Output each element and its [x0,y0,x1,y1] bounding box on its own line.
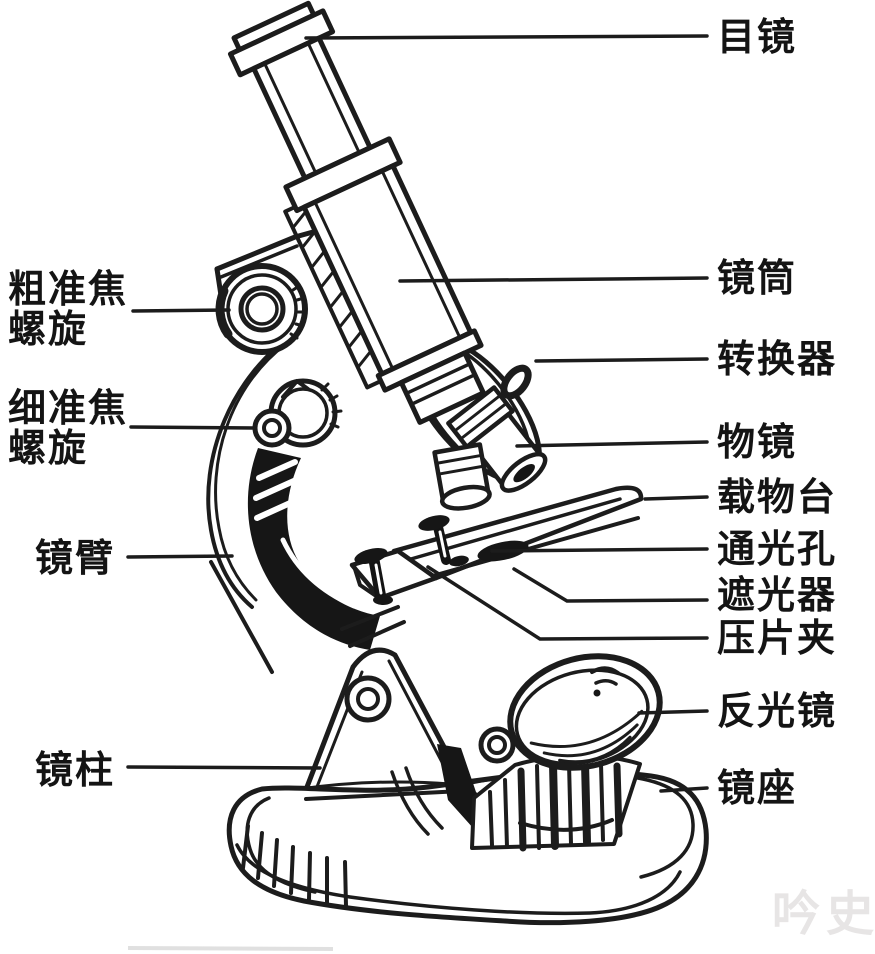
objective-main-drawing [446,385,548,493]
leader-pillar [126,765,322,770]
mirror-drawing [507,653,663,771]
leader-light-hole [490,547,709,553]
leader-base [659,786,709,793]
objective-second-drawing [432,442,492,511]
coarse-focus-knob [214,229,316,355]
stage-clip-left [354,548,393,605]
leader-lines [126,34,709,793]
eyepiece-drawing [227,0,373,181]
watermark-text: 吟史 [772,886,875,942]
label-light-hole: 通光孔 [717,526,837,571]
body-tube-drawing [283,136,486,425]
stage-clip-right [418,515,451,565]
leader-mirror [637,709,709,715]
label-stage: 载物台 [717,474,837,519]
leader-eyepiece [304,34,709,40]
label-fine-focus-line2: 螺旋 [8,425,88,470]
leader-diaphragm [512,567,709,603]
label-diaphragm: 遮光器 [717,572,837,617]
leader-arm [126,554,234,559]
fine-focus-knob [252,378,343,448]
label-eyepiece: 目镜 [717,14,797,59]
label-nosepiece: 转换器 [717,336,837,381]
leader-objective [515,440,709,448]
pillar-drawing [299,647,471,803]
arm-silhouette [206,332,296,674]
label-coarse-focus-line1: 粗准焦 [8,266,128,311]
label-stage-clips: 压片夹 [717,615,837,660]
base-hatching [241,824,348,908]
leader-nosepiece [534,357,709,363]
part-labels: 目镜 镜筒 转换器 物镜 载物台 通光孔 遮光器 压片夹 反光镜 镜座 粗准焦 … [8,14,837,810]
label-coarse-focus-line2: 螺旋 [8,306,88,351]
mirror-sparkle [590,666,620,697]
scan-artifact-line [127,946,334,951]
leader-coarse-focus [131,308,231,313]
arm-drawing [247,448,406,650]
label-body-tube: 镜筒 [717,255,797,300]
label-pillar: 镜柱 [35,747,115,792]
tube-assembly [227,0,486,425]
label-mirror: 反光镜 [717,688,837,733]
stage-drawing [349,485,644,605]
label-objective: 物镜 [717,419,797,464]
leader-body-tube [398,276,709,283]
leader-stage [643,495,709,501]
label-arm: 镜臂 [35,535,115,580]
leader-stage-clips [426,565,709,641]
label-fine-focus-line1: 细准焦 [8,385,128,430]
leader-fine-focus [129,425,257,430]
mirror-yoke [470,726,642,852]
label-base: 镜座 [717,765,797,810]
